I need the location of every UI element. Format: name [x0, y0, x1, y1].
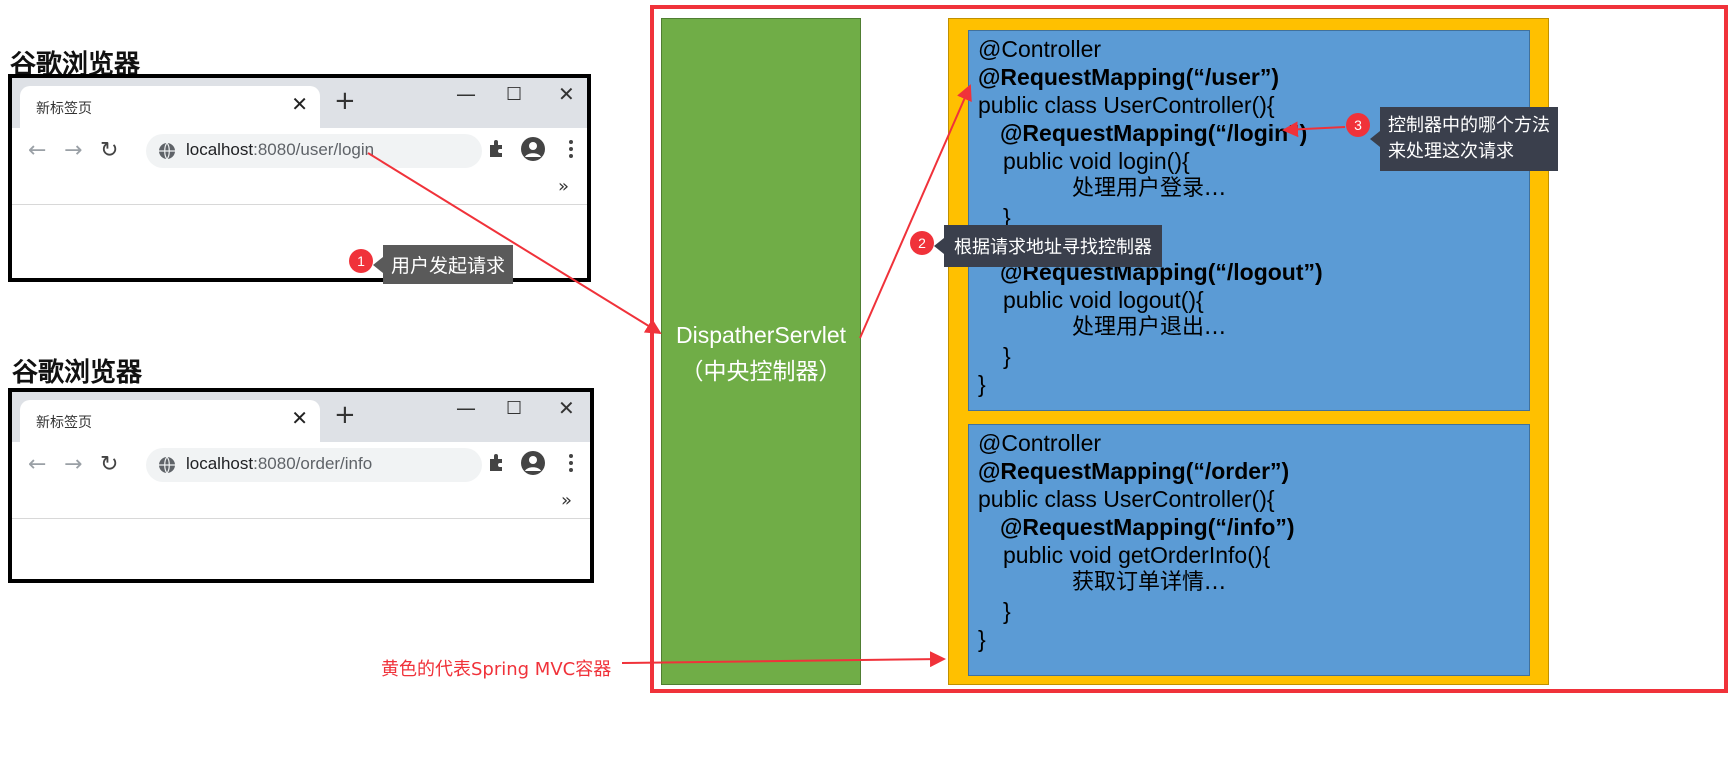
- tab-strip: 新标签页 ✕ + — ☐ ✕: [12, 392, 590, 442]
- forward-icon[interactable]: →: [64, 452, 83, 477]
- tab-title: 新标签页: [36, 101, 92, 117]
- close-icon[interactable]: ✕: [291, 92, 308, 116]
- new-tab-icon[interactable]: +: [334, 400, 356, 430]
- bookmark-divider: [12, 518, 590, 519]
- reload-icon[interactable]: ↻: [100, 452, 119, 477]
- arrow-dispatcher-to-controller: [859, 84, 972, 339]
- browser-heading-2: 谷歌浏览器: [12, 358, 143, 388]
- code-line: @RequestMapping(“/order”): [978, 458, 1290, 484]
- maximize-icon[interactable]: ☐: [506, 398, 523, 419]
- new-tab-icon[interactable]: +: [334, 86, 356, 116]
- server-frame: [650, 5, 1728, 693]
- profile-icon[interactable]: [520, 136, 546, 162]
- address-bar[interactable]: localhost:8080/order/info: [146, 448, 482, 482]
- maximize-icon[interactable]: ☐: [506, 84, 523, 105]
- code-line: }: [978, 371, 986, 397]
- code-line: }: [1003, 598, 1011, 624]
- dispatcher-servlet-box: [661, 18, 861, 685]
- arrow-browser-to-dispatcher: [367, 152, 662, 335]
- code-line: }: [1003, 204, 1011, 230]
- code-line: 处理用户退出…: [1072, 315, 1227, 340]
- user-controller-box: [968, 30, 1530, 411]
- order-controller-box: [968, 424, 1530, 676]
- extensions-icon[interactable]: [484, 136, 510, 162]
- url-text: localhost:8080/order/info: [186, 454, 373, 473]
- code-line: @Controller: [978, 36, 1102, 62]
- dispatcher-servlet-subtitle: （中央控制器）: [680, 359, 842, 385]
- code-line: @RequestMapping(“/login”): [1000, 120, 1308, 146]
- code-line: public void login(){: [1003, 148, 1190, 174]
- tab-strip: 新标签页 ✕ + — ☐ ✕: [12, 78, 587, 128]
- globe-icon: [159, 456, 175, 474]
- code-line: 处理用户登录…: [1072, 176, 1227, 201]
- browser-tab[interactable]: 新标签页 ✕: [20, 86, 320, 128]
- code-line: }: [978, 626, 986, 652]
- code-line: @Controller: [978, 430, 1102, 456]
- arrow-step3-to-method: [1282, 121, 1346, 138]
- dispatcher-servlet-label: DispatherServlet: [675, 322, 847, 348]
- minimize-icon[interactable]: —: [456, 396, 476, 420]
- url-text: localhost:8080/user/login: [186, 140, 375, 159]
- step-badge-2: 2: [910, 231, 934, 255]
- menu-icon[interactable]: [558, 136, 584, 162]
- code-line: }: [1003, 343, 1011, 369]
- code-line: public class UserController(){: [978, 486, 1275, 512]
- code-line: 获取订单详情…: [1072, 570, 1227, 595]
- browser-toolbar: ← → ↻ localhost:8080/order/info: [12, 442, 590, 486]
- code-line: public void logout(){: [1003, 287, 1204, 313]
- back-icon[interactable]: ←: [28, 452, 47, 477]
- step-badge-3: 3: [1346, 113, 1370, 137]
- browser-window-2: 新标签页 ✕ + — ☐ ✕ ← → ↻ localhost:8080/orde…: [8, 388, 594, 583]
- address-bar[interactable]: localhost:8080/user/login: [146, 134, 482, 168]
- forward-icon[interactable]: →: [64, 138, 83, 163]
- code-line: public class UserController(){: [978, 92, 1275, 118]
- container-note: 黄色的代表Spring MVC容器: [381, 659, 612, 680]
- browser-window-1: 新标签页 ✕ + — ☐ ✕ ← → ↻ localhost:8080/user…: [8, 74, 591, 282]
- code-line: @RequestMapping(“/user”): [978, 64, 1279, 90]
- extensions-icon[interactable]: [484, 450, 510, 476]
- bookmark-divider: [12, 204, 587, 205]
- close-icon[interactable]: ✕: [291, 406, 308, 430]
- step-label-3: 控制器中的哪个方法 来处理这次请求: [1370, 107, 1558, 171]
- code-line: public void getOrderInfo(){: [1003, 542, 1271, 568]
- reload-icon[interactable]: ↻: [100, 138, 119, 163]
- bookmarks-overflow-icon[interactable]: »: [560, 490, 572, 511]
- code-line: @RequestMapping(“/info”): [1000, 514, 1295, 540]
- step-label-3-line1: 控制器中的哪个方法: [1388, 115, 1550, 136]
- close-window-icon[interactable]: ✕: [558, 82, 575, 106]
- minimize-icon[interactable]: —: [456, 82, 476, 106]
- step-label-3-line2: 来处理这次请求: [1388, 141, 1514, 162]
- profile-icon[interactable]: [520, 450, 546, 476]
- step-badge-1: 1: [349, 249, 373, 273]
- bookmarks-overflow-icon[interactable]: »: [557, 176, 569, 197]
- step-label-2: 根据请求地址寻找控制器: [934, 225, 1162, 267]
- arrow-note-to-container: [621, 651, 946, 668]
- tab-title: 新标签页: [36, 415, 92, 431]
- step-label-1: 用户发起请求: [372, 245, 514, 284]
- browser-tab[interactable]: 新标签页 ✕: [20, 400, 320, 442]
- globe-icon: [159, 142, 175, 160]
- back-icon[interactable]: ←: [28, 138, 47, 163]
- menu-icon[interactable]: [558, 450, 584, 476]
- close-window-icon[interactable]: ✕: [558, 396, 575, 420]
- browser-toolbar: ← → ↻ localhost:8080/user/login: [12, 128, 587, 172]
